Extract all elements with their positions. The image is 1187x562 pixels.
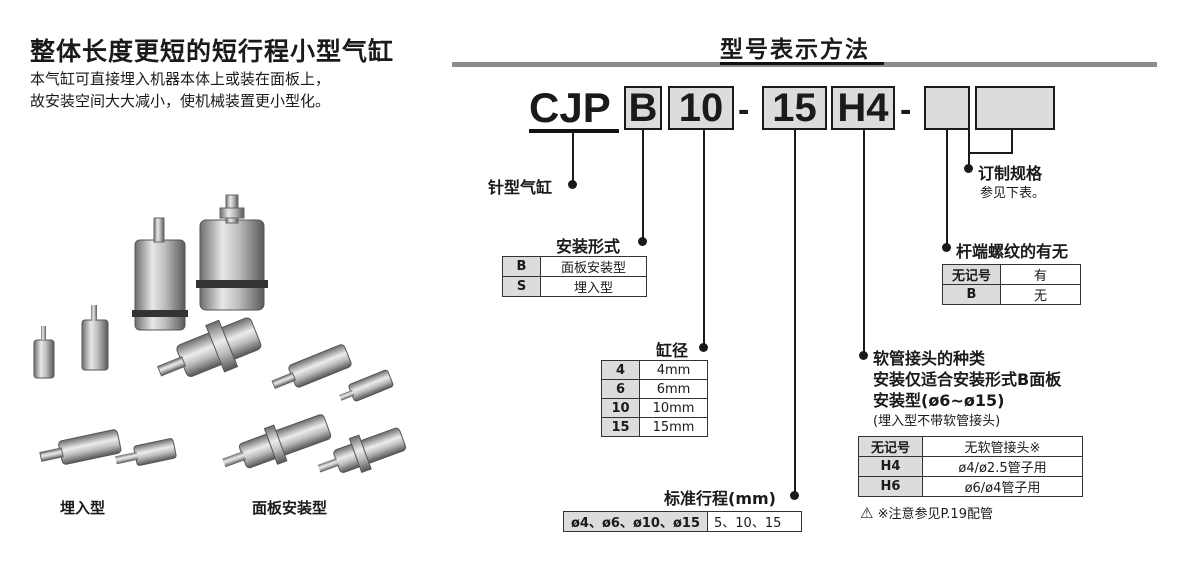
caption-panel-mount-type: 面板安装型 <box>252 499 328 517</box>
table-cell-code: S <box>502 276 541 297</box>
leader-dot-rod <box>942 243 951 252</box>
leader-dot-bore <box>699 343 708 352</box>
table-cell-desc: 4mm <box>639 360 708 380</box>
bore-table: 4 4mm 6 6mm 10 10mm 15 15mm <box>601 360 708 437</box>
mount-type-table: B 面板安装型 S 埋入型 <box>502 256 647 297</box>
table-cell-code: 15 <box>601 417 640 437</box>
label-fitting-note-2: 安装型(ø6~ø15) <box>873 391 1005 410</box>
label-fitting-note-1: 安装仅适合安装形式B面板 <box>873 370 1062 389</box>
table-cell-desc: 有 <box>1000 264 1081 285</box>
leader-bore <box>703 130 705 347</box>
leader-mount <box>642 130 644 242</box>
stroke-table: ø4、ø6、ø10、ø15 5、10、15 <box>563 511 802 532</box>
stroke-code-box: 15 <box>762 86 827 130</box>
rod-thread-box <box>924 86 970 130</box>
table-row: 10 10mm <box>601 398 708 418</box>
label-stroke: 标准行程(mm) <box>664 489 776 508</box>
table-cell-code: 10 <box>601 398 640 418</box>
table-row: H6 ø6/ø4管子用 <box>858 476 1083 497</box>
product-desc-line-2: 故安装空间大大减小，使机械装置更小型化。 <box>30 92 331 110</box>
caption-embedded-type: 埋入型 <box>60 499 106 517</box>
leader-dot-fitting <box>859 351 868 360</box>
table-cell-code: H6 <box>858 476 923 497</box>
table-row: H4 ø4/ø2.5管子用 <box>858 456 1083 477</box>
model-prefix-underline <box>529 129 619 133</box>
section-title-underline <box>720 62 884 65</box>
leader-stroke <box>794 130 796 495</box>
leader-custom-h <box>968 152 1013 154</box>
table-cell-desc: 10mm <box>639 398 708 418</box>
rod-thread-table: 无记号 有 B 无 <box>942 264 1081 305</box>
leader-dot-prefix <box>568 180 577 189</box>
label-custom-spec-note: 参见下表。 <box>980 186 1046 201</box>
leader-dot-stroke <box>790 491 799 500</box>
product-title: 整体长度更短的短行程小型气缸 <box>30 37 395 66</box>
table-row: 4 4mm <box>601 360 708 380</box>
table-cell-desc: 埋入型 <box>540 276 647 297</box>
custom-spec-box <box>975 86 1055 130</box>
table-cell-code: B <box>502 256 541 277</box>
table-cell-desc: 15mm <box>639 417 708 437</box>
table-cell-desc: ø4/ø2.5管子用 <box>922 456 1083 477</box>
table-cell-code: ø4、ø6、ø10、ø15 <box>563 511 708 532</box>
label-custom-spec: 订制规格 <box>978 164 1043 183</box>
warning-icon: ⚠ <box>860 504 874 522</box>
label-fitting-note-3: (埋入型不带软管接头) <box>873 414 1001 429</box>
table-cell-code: 4 <box>601 360 640 380</box>
table-cell-desc: 5、10、15 <box>707 511 802 532</box>
table-row: 无记号 无软管接头※ <box>858 436 1083 457</box>
label-bore: 缸径 <box>656 341 689 360</box>
section-title: 型号表示方法 <box>720 37 870 63</box>
leader-fitting <box>863 130 865 356</box>
label-rod-thread: 杆端螺纹的有无 <box>956 242 1069 261</box>
table-row: S 埋入型 <box>502 276 647 297</box>
model-prefix: CJP <box>529 84 611 131</box>
table-cell-desc: 无 <box>1000 284 1081 305</box>
product-desc-line-1: 本气缸可直接埋入机器本体上或装在面板上， <box>30 70 331 88</box>
leader-custom-v2 <box>1011 130 1013 154</box>
leader-dot-mount <box>638 237 647 246</box>
table-row: 15 15mm <box>601 417 708 437</box>
table-row: ø4、ø6、ø10、ø15 5、10、15 <box>563 511 802 532</box>
table-cell-code: H4 <box>858 456 923 477</box>
label-fitting-title: 软管接头的种类 <box>873 349 986 368</box>
leader-dot-custom <box>964 164 973 173</box>
dash-1: - <box>738 91 750 129</box>
leader-rod <box>946 130 948 248</box>
table-cell-desc: 6mm <box>639 379 708 399</box>
leader-custom <box>968 130 970 168</box>
caution-text: ※注意参见P.19配管 <box>877 507 993 522</box>
table-row: B 面板安装型 <box>502 256 647 277</box>
dash-2: - <box>900 91 912 129</box>
table-cell-code: 无记号 <box>858 436 923 457</box>
table-row: 无记号 有 <box>942 264 1081 285</box>
table-cell-code: B <box>942 284 1001 305</box>
table-cell-desc: ø6/ø4管子用 <box>922 476 1083 497</box>
mount-code-box: B <box>624 86 662 130</box>
table-cell-desc: 面板安装型 <box>540 256 647 277</box>
table-cell-code: 6 <box>601 379 640 399</box>
table-row: B 无 <box>942 284 1081 305</box>
bore-code-box: 10 <box>668 86 734 130</box>
table-cell-desc: 无软管接头※ <box>922 436 1083 457</box>
fitting-code-box: H4 <box>831 86 895 130</box>
table-row: 6 6mm <box>601 379 708 399</box>
table-cell-code: 无记号 <box>942 264 1001 285</box>
fitting-table: 无记号 无软管接头※ H4 ø4/ø2.5管子用 H6 ø6/ø4管子用 <box>858 436 1083 497</box>
label-pin-cylinder: 针型气缸 <box>488 178 553 197</box>
caution-note: ⚠ ※注意参见P.19配管 <box>860 503 993 522</box>
leader-prefix <box>572 133 574 185</box>
cylinder-product-image <box>33 194 407 473</box>
label-mount-type: 安装形式 <box>556 237 621 256</box>
